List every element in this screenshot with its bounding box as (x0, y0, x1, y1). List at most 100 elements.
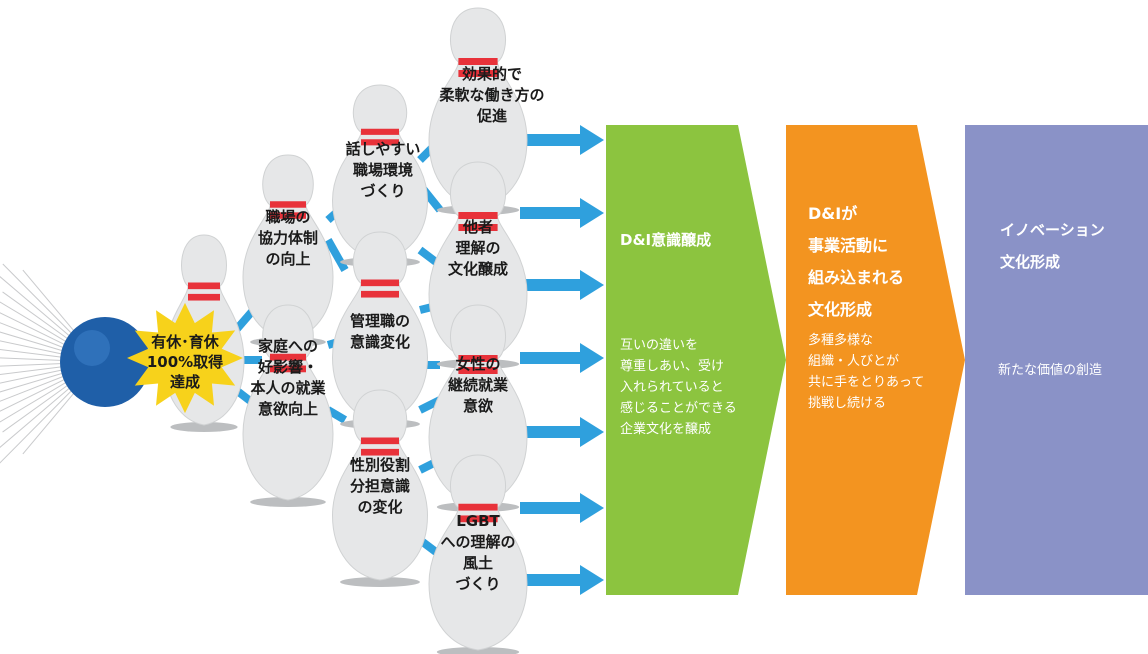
arrow (520, 125, 604, 155)
pin-stripe (270, 353, 306, 361)
speed-line (2, 291, 68, 340)
stage-body-line: 共に手をとりあって (808, 375, 925, 390)
pin-label-line: 他者 (462, 217, 493, 236)
pin-label-line: 効果的で (461, 64, 522, 83)
impact-burst (127, 302, 243, 414)
stage-body-line: 挑戦し続ける (808, 396, 887, 411)
pin-label-line: 本人の就業 (250, 379, 326, 397)
stage-business-integration-shape (786, 125, 965, 595)
pin-manager-awareness-label: 管理職の意識変化 (310, 311, 450, 353)
pin-stripe (458, 212, 498, 219)
pin-stripe (458, 70, 498, 77)
stage-innovation-title: イノベーション文化形成 (1000, 214, 1105, 278)
pin-stripe (270, 365, 306, 373)
speed-line (0, 357, 61, 361)
pin-label-line: 性別役割 (349, 455, 410, 474)
ball-label-line: 100%取得 (146, 353, 224, 371)
speed-line (0, 372, 62, 393)
arrow (520, 198, 604, 228)
stage-body-line: 企業文化を醸成 (620, 422, 712, 437)
pin-label-line: への理解の (440, 533, 516, 551)
pin-label-line: 柔軟な働き方の (439, 85, 545, 104)
pin-label-line: 職場環境 (352, 160, 413, 179)
pin-gender-roles (331, 389, 429, 587)
pin-stripe (361, 437, 399, 445)
stage-business-integration-body: 多種多様な組織・人びとが共に手をとりあって挑戦し続ける (808, 330, 924, 414)
arrow (520, 565, 604, 595)
stage-di-awareness-title: D&I意識醸成 (620, 224, 711, 256)
stage-body-line: 新たな価値の創造 (998, 363, 1103, 378)
pin-stripe (458, 367, 498, 374)
pin-stripe (361, 290, 399, 298)
pin-workplace-cooperation-label: 職場の協力体制の向上 (218, 207, 358, 270)
speed-line (22, 269, 75, 332)
stage-chevrons (606, 125, 1148, 595)
speed-line (0, 276, 70, 337)
pin-label-line: 促進 (476, 106, 507, 125)
pin-shadow (250, 497, 326, 507)
pin-stripe (270, 212, 306, 219)
speed-line (2, 384, 68, 433)
stage-business-integration-title: D&Iが事業活動に組み込まれる文化形成 (808, 198, 904, 326)
pin-label-line: 分担意識 (349, 476, 410, 495)
speed-line (0, 301, 66, 342)
stage-innovation-body: 新たな価値の創造 (998, 360, 1102, 381)
stage-body-line: 尊重しあい、受け (620, 359, 725, 374)
stage-body-line: 入れられていると (620, 380, 724, 395)
pin-stripe (188, 293, 220, 301)
speed-line (0, 382, 66, 423)
pin-label-line: 意識変化 (349, 333, 410, 351)
connector-line (324, 238, 349, 272)
speed-line (0, 363, 61, 367)
stage-body-line: 組織・人びとが (808, 354, 900, 369)
arrow (520, 493, 604, 523)
speed-line (0, 312, 65, 345)
speed-line (22, 392, 75, 455)
pin-gender-roles-label: 性別役割分担意識の変化 (310, 455, 450, 518)
stage-title-line: D&Iが (808, 204, 858, 223)
pin-label-line: 理解の (455, 238, 501, 257)
arrow (520, 417, 604, 447)
pin-stripe (458, 58, 498, 65)
ball-highlight (74, 330, 110, 366)
stage-di-awareness-shape (606, 125, 786, 595)
pin-label-line: の向上 (265, 249, 311, 268)
pin-stripe (458, 224, 498, 231)
stage-body-line: 感じることができる (620, 401, 737, 416)
pin-label-line: づくり (360, 181, 406, 200)
arrow (520, 270, 604, 300)
pin-shadow (170, 422, 238, 432)
pin-label-line: 話しやすい (345, 139, 421, 158)
speed-line (0, 366, 61, 376)
pin-family-effect-label: 家庭への好影響・本人の就業意欲向上 (218, 336, 358, 420)
pin-label-line: 女性の (455, 354, 501, 373)
pin-label-line: 文化醸成 (447, 259, 508, 278)
stage-body-line: 多種多様な (808, 333, 874, 348)
speed-line (0, 376, 63, 402)
pin-label-line: 管理職の (349, 312, 410, 330)
pin-shadow (340, 577, 420, 587)
pin-stripe (458, 355, 498, 362)
pin-label-line: 意欲 (462, 396, 493, 415)
pin-label-line: の変化 (357, 497, 403, 516)
pin-stripe (458, 503, 498, 511)
pin-label-line: 協力体制 (257, 228, 318, 247)
stage-title-line: 文化形成 (808, 300, 873, 319)
speed-line (0, 369, 61, 384)
pin-easy-talk-label: 話しやすい職場環境づくり (313, 139, 453, 202)
pin-label-line: 好影響・ (257, 358, 318, 376)
pin-women-careers-label: 女性の継続就業意欲 (408, 354, 548, 417)
pin-label-line: 職場の (265, 207, 311, 226)
connector-line (325, 406, 348, 424)
stage-title-line: D&I意識醸成 (620, 231, 712, 249)
speed-line (0, 390, 73, 464)
pin-family-effect (242, 304, 334, 507)
pin-stripe (270, 201, 306, 208)
stage-title-line: 事業活動に (808, 236, 889, 255)
speed-line (0, 348, 61, 358)
bowling-ball-group (60, 302, 243, 414)
ball-label-line: 達成 (169, 373, 200, 391)
